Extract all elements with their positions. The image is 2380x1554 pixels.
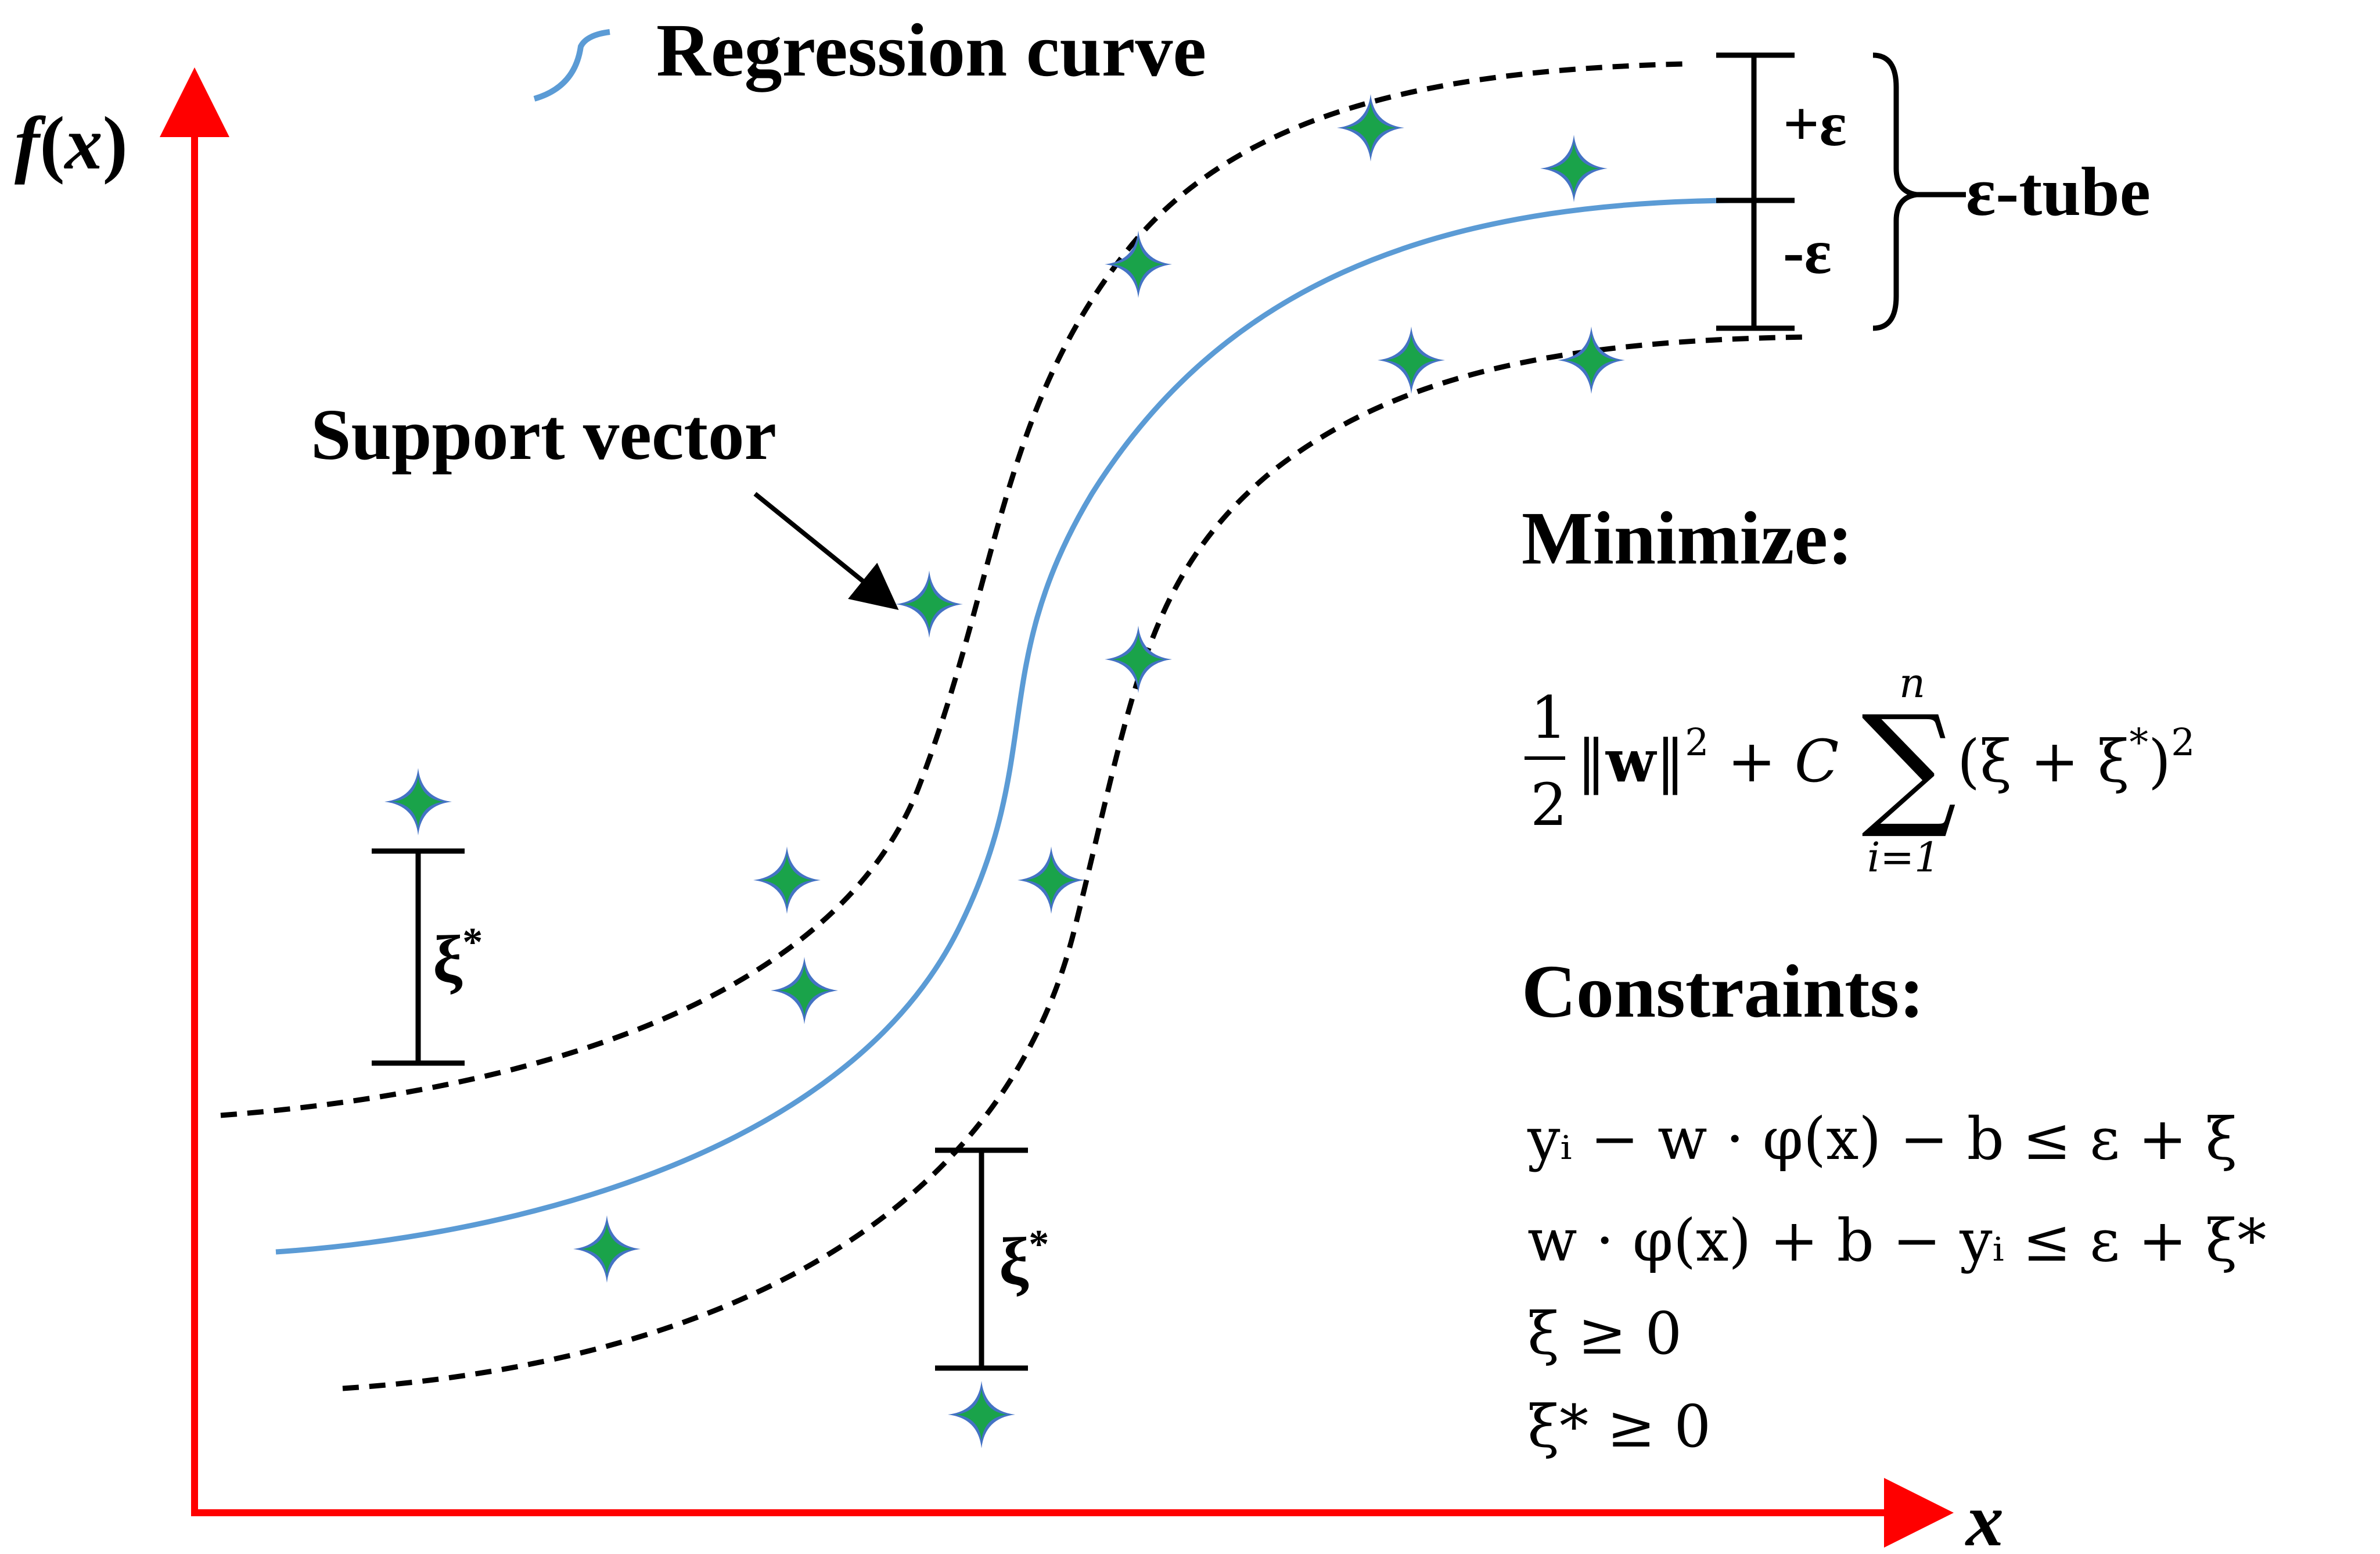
- data-point: [896, 570, 963, 638]
- data-point: [1558, 326, 1625, 394]
- data-point: [1540, 135, 1608, 202]
- data-point: [1378, 326, 1445, 394]
- data-point: [384, 768, 452, 835]
- legend-swatch-icon: [533, 29, 610, 102]
- sum-body: (ξ + ξ*)2: [1957, 721, 2195, 795]
- sum-bottom: i=1: [1867, 834, 1940, 881]
- xi-star-label-bottom: ξ*: [999, 1222, 1049, 1298]
- constraints-heading: Constraints:: [1522, 950, 1924, 1033]
- data-point: [1337, 94, 1404, 161]
- data-point: [573, 1215, 641, 1283]
- data-point: [1105, 626, 1172, 693]
- axes: [160, 67, 1954, 1548]
- frac-denominator: 2: [1530, 771, 1568, 839]
- epsilon-bracket: [1716, 52, 1966, 331]
- data-point: [1018, 846, 1085, 914]
- regression-curve: [275, 198, 1731, 1255]
- data-point: [753, 846, 821, 914]
- frac-numerator: 1: [1530, 684, 1568, 752]
- constraint-1: yᵢ − w · φ(x) − b ≤ ε + ξ: [1527, 1105, 2237, 1173]
- legend-label: Regression curve: [656, 9, 1206, 92]
- y-axis-label: f(x): [15, 102, 128, 185]
- legend: Regression curve: [533, 9, 1206, 102]
- constraint-3: ξ ≥ 0: [1527, 1300, 1682, 1368]
- data-point: [948, 1381, 1015, 1448]
- slack-bar-bottom: [935, 1147, 1028, 1371]
- data-point: [1105, 231, 1172, 298]
- support-vector-arrow: [753, 491, 899, 611]
- norm-term: ‖w‖2 + C: [1577, 721, 1839, 795]
- minimize-heading: Minimize:: [1522, 497, 1853, 580]
- constraint-2: w · φ(x) + b − yᵢ ≤ ε + ξ*: [1527, 1207, 2266, 1275]
- xi-star-label-left: ξ*: [433, 920, 483, 996]
- x-axis-label: x: [1965, 1478, 2004, 1554]
- data-point: [771, 957, 838, 1024]
- plus-epsilon-label: +ε: [1783, 88, 1847, 159]
- sum-top: n: [1899, 659, 1925, 707]
- objective-formula: 1 2 ‖w‖2 + C n ∑ i=1 (ξ + ξ*)2: [1525, 659, 2195, 881]
- lower-tube-boundary: [342, 334, 1813, 1391]
- epsilon-tube-label: ε-tube: [1966, 153, 2151, 230]
- upper-tube-boundary: [220, 61, 1685, 1118]
- constraint-4: ξ* ≥ 0: [1527, 1393, 1711, 1460]
- sum-symbol: ∑: [1861, 687, 1957, 842]
- support-vector-label: Support vector: [311, 395, 776, 475]
- slack-bar-left: [372, 848, 465, 1066]
- minus-epsilon-label: -ε: [1783, 216, 1832, 287]
